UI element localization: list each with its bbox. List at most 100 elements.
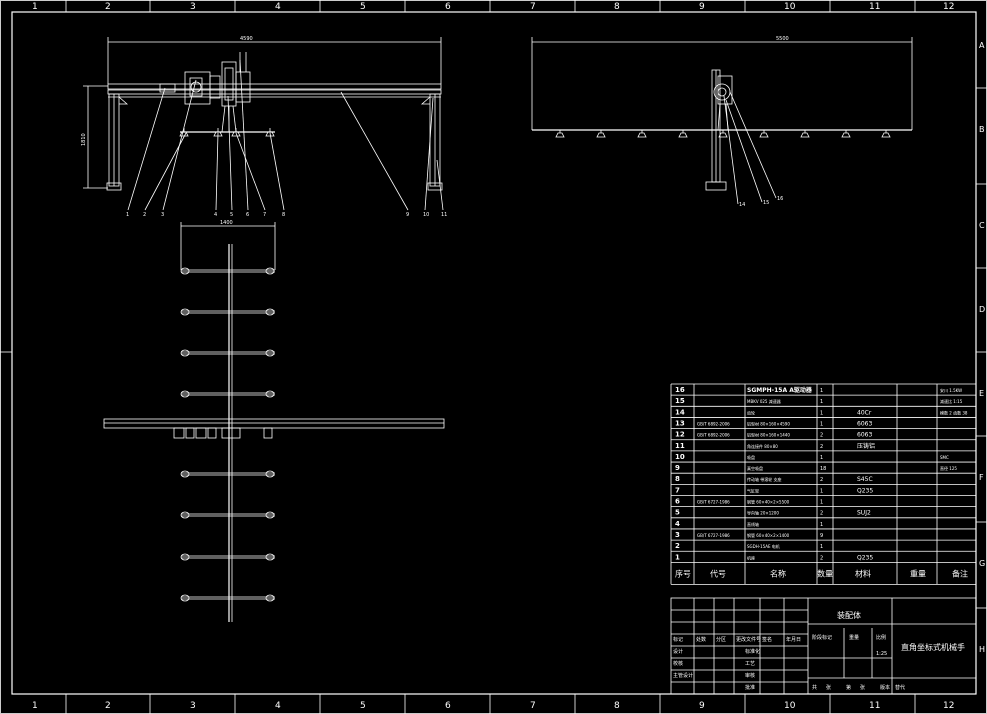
bom-no: 1	[675, 553, 680, 561]
bom-qty: 1	[820, 500, 823, 506]
suction-cup	[180, 308, 190, 316]
role-label: 校核	[673, 660, 683, 667]
suction-cup	[841, 132, 851, 138]
bom-material: S45C	[857, 476, 873, 483]
sign-header: 标记	[673, 636, 683, 643]
side-dimension-text: 5500	[776, 36, 789, 42]
balloon-label: 14	[739, 202, 745, 208]
bom-material: 6063	[857, 432, 872, 439]
role-label: 主管设计	[673, 672, 693, 679]
suction-cup	[180, 390, 190, 398]
bom-no: 4	[675, 520, 680, 528]
suction-cup	[265, 131, 275, 137]
bom-remark: 减速比 1:15	[940, 398, 963, 404]
column-label: 1	[32, 2, 38, 12]
side-gear	[713, 83, 731, 101]
bom-no: 7	[675, 486, 680, 494]
column-label: 10	[784, 701, 796, 711]
suction-cup	[265, 511, 275, 519]
column-label: 9	[699, 2, 705, 12]
bom-no: 3	[675, 531, 680, 539]
bom-qty: 1	[820, 399, 823, 405]
bom-no: 10	[675, 453, 685, 461]
row-label: E	[979, 389, 984, 398]
bom-header-code: 代号	[710, 568, 726, 578]
suction-cup	[180, 511, 190, 519]
bom-header-remark: 备注	[952, 568, 968, 578]
balloon-label: 7	[263, 212, 266, 218]
row-label: B	[979, 125, 985, 134]
bom-remark: 安川 1.5KW	[940, 387, 962, 393]
bom-no: 15	[675, 397, 685, 405]
column-label: 7	[530, 2, 536, 12]
bom-qty: 9	[820, 533, 823, 539]
balloon-label: 2	[143, 212, 146, 218]
bom-name: 气缸架	[747, 487, 759, 493]
zone-ticks	[65, 0, 916, 714]
bom-header-name: 名称	[770, 568, 786, 578]
bom-code: GB/T 6727-1986	[697, 500, 730, 505]
suction-cup	[800, 132, 810, 138]
suction-cup	[179, 131, 189, 137]
bom-name: 铝型材 80×160×4590	[747, 420, 790, 426]
bom-name: 齿轮	[747, 409, 755, 415]
sign-header: 签名	[762, 636, 772, 643]
bom-no: 11	[675, 442, 685, 450]
sheet-info: 第	[846, 684, 851, 691]
column-label: 10	[784, 2, 796, 12]
column-label: 9	[699, 701, 705, 711]
bom-name: 钢管 60×40×2×1400	[747, 532, 790, 538]
dimension-width-text: 4590	[240, 36, 253, 42]
bom-material: 6063	[857, 420, 872, 427]
bom-qty: 1	[820, 544, 823, 550]
bom-qty: 1	[820, 388, 823, 394]
column-label: 3	[190, 2, 196, 12]
sheet-info: 共	[812, 684, 817, 691]
drawing-title: 直角坐标式机械手	[901, 642, 965, 652]
suction-cup	[265, 308, 275, 316]
bom-name: SGMPH-15A A驱动器	[747, 386, 813, 394]
column-label: 4	[275, 2, 281, 12]
suction-cup	[180, 594, 190, 602]
top-beam	[107, 83, 442, 90]
sign-header: 年月日	[786, 636, 801, 643]
bom-material: 压铸铝	[857, 442, 875, 450]
suction-cup	[759, 132, 769, 138]
bom-material: SUJ2	[857, 510, 871, 517]
balloon-label: 6	[246, 212, 249, 218]
suction-cup	[265, 390, 275, 398]
bom-qty: 1	[820, 410, 823, 416]
suction-cup	[180, 470, 190, 478]
bom-no: 2	[675, 542, 680, 550]
bom-qty: 1	[820, 522, 823, 528]
bom-remark: 模数 2 齿数 38	[940, 409, 968, 415]
bom-name: 导向轴 20×1200	[747, 510, 779, 516]
bom-name: 钢管 60×40×2×5500	[747, 499, 790, 505]
column-label: 4	[275, 701, 281, 711]
stage-header: 重量	[849, 634, 859, 641]
balloon-label: 8	[282, 212, 285, 218]
inner-border	[11, 11, 977, 695]
bom-remark: SMC	[940, 455, 949, 460]
dimension-height-text: 1810	[81, 133, 87, 146]
bom-material: 40Cr	[857, 409, 872, 416]
bom-qty: 1	[820, 455, 823, 461]
bom-name: 真空吸盘	[747, 465, 763, 471]
row-label: H	[979, 645, 985, 654]
column-label: 5	[360, 701, 366, 711]
column-label: 6	[445, 701, 451, 711]
suction-cup	[678, 132, 688, 138]
bom-qty: 2	[820, 555, 823, 561]
suction-cup	[265, 594, 275, 602]
balloon-label: 16	[777, 196, 783, 202]
column-label: 11	[869, 2, 880, 12]
vertical-axis	[221, 105, 226, 133]
suction-cup	[596, 132, 606, 138]
bom-name: 机座	[747, 554, 755, 560]
balloon-label: 4	[214, 212, 217, 218]
column-label: 6	[445, 2, 451, 12]
bom-qty: 1	[820, 488, 823, 494]
